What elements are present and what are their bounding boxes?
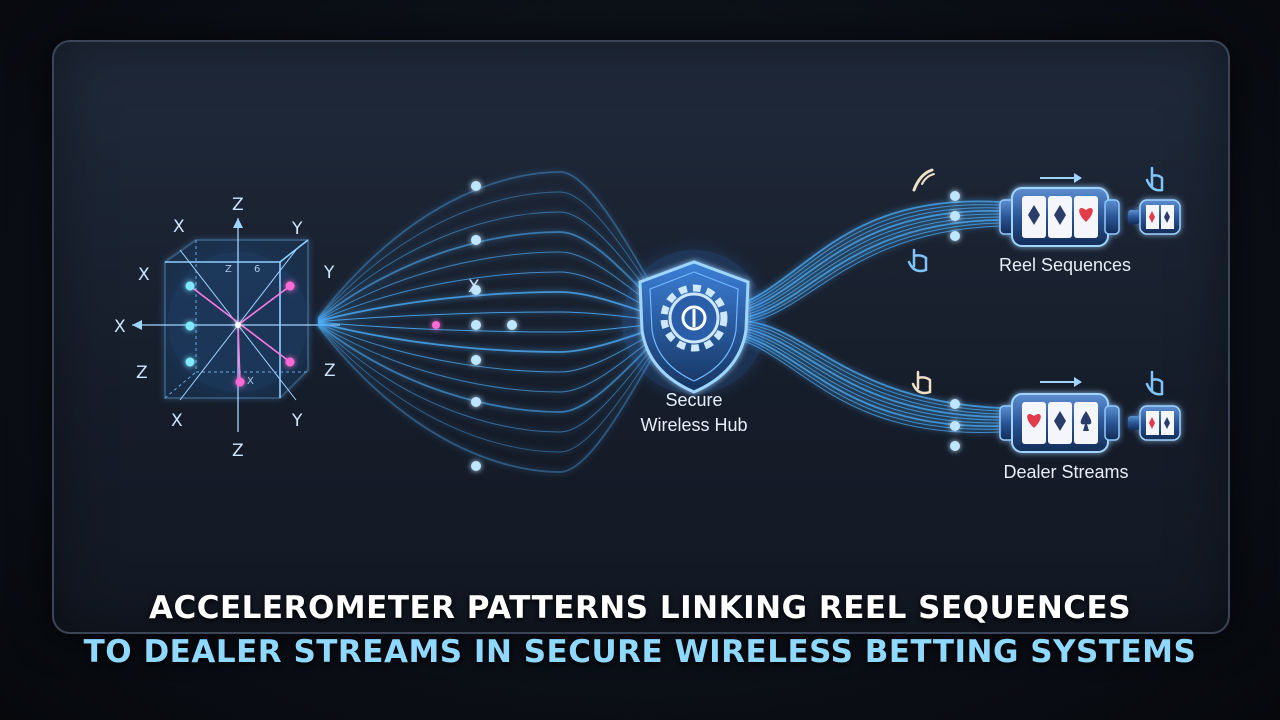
stream-node <box>950 441 960 451</box>
mini-reel-icon <box>1128 405 1181 441</box>
stream-fiber-in <box>317 251 677 322</box>
stream-nodes <box>432 181 960 471</box>
axis-label-z-bottom: Z <box>232 441 244 461</box>
tap-gesture-icon <box>1145 370 1164 396</box>
cube-edge-back-left <box>164 371 197 399</box>
stream-node <box>950 191 960 201</box>
stream-node <box>471 320 481 330</box>
gear-icon <box>660 284 728 352</box>
axis-label-y-upper: Y <box>291 219 303 239</box>
axis-label-x-lower: X <box>171 411 183 431</box>
axis-label-y-lower: Y <box>291 411 303 431</box>
stream-fiber-in <box>317 271 677 322</box>
hub-label-line2: Wireless Hub <box>640 415 747 435</box>
stream-fiber-in <box>317 211 677 321</box>
axis-label-z-right: Z <box>324 361 336 381</box>
stream-fiber-in <box>317 322 677 393</box>
stream-node <box>471 397 481 407</box>
slot-machine-icon <box>999 393 1120 453</box>
stream-fiber-out-top <box>719 204 1001 312</box>
stream-fiber-in <box>317 324 677 453</box>
reel-sequences-label: Reel Sequences <box>999 255 1131 275</box>
axis-label-6-inner: 6 <box>254 264 260 275</box>
stream-node <box>471 235 481 245</box>
axis-label-x-inner: X <box>247 376 254 387</box>
axis-label-z-inner: Z <box>225 264 232 275</box>
stream-fiber-in <box>317 191 677 320</box>
right-arrow-icon <box>1040 173 1082 183</box>
stream-node <box>507 320 517 330</box>
pinch-hand-icon <box>911 370 932 395</box>
reel-sequences-output: Reel Sequences <box>907 166 1181 275</box>
swipe-gesture-icon <box>912 168 935 192</box>
stream-node <box>950 231 960 241</box>
caption: ACCELEROMETER PATTERNS LINKING REEL SEQU… <box>0 586 1280 674</box>
stream-node <box>950 211 960 221</box>
stream-fiber-in <box>317 323 677 433</box>
stream-node <box>471 285 481 295</box>
stream-fiber-in <box>317 324 677 473</box>
hub-label-line1: Secure <box>665 390 722 410</box>
stream-fiber-in <box>317 171 677 320</box>
stream-fiber-in <box>317 322 677 373</box>
axis-label-z-top: Z <box>232 195 244 215</box>
axis-label-x-left: X <box>114 317 126 337</box>
stream-node <box>950 421 960 431</box>
cube-sensor-points <box>185 281 295 387</box>
stream-node <box>471 355 481 365</box>
pointer-hand-icon <box>907 248 928 273</box>
tap-gesture-icon <box>1145 166 1164 192</box>
dealer-streams-output: Dealer Streams <box>911 370 1181 482</box>
dealer-streams-label: Dealer Streams <box>1003 462 1128 482</box>
caption-line-2: TO DEALER STREAMS IN SECURE WIRELESS BET… <box>83 634 1197 670</box>
cube-body <box>164 239 309 399</box>
axis-label-x-upper: X <box>173 217 185 237</box>
slot-machine-icon <box>999 187 1120 247</box>
stream-axis-label-x: X <box>468 277 480 297</box>
stream-node <box>950 399 960 409</box>
stream-node <box>471 461 481 471</box>
accelerometer-cube: Z X X X Z X Z Y Y Z Y Z 6 X <box>114 195 340 461</box>
stream-node <box>471 181 481 191</box>
secure-wireless-hub: Secure Wireless Hub <box>622 250 766 435</box>
right-arrow-icon <box>1040 377 1082 387</box>
axis-label-z-left: Z <box>136 363 148 383</box>
axis-label-y-side: Y <box>323 263 335 283</box>
mini-reel-icon <box>1128 199 1181 235</box>
stream-node <box>432 321 440 329</box>
caption-line-1: ACCELEROMETER PATTERNS LINKING REEL SEQU… <box>148 590 1132 626</box>
axis-label-x-side: X <box>138 265 150 285</box>
